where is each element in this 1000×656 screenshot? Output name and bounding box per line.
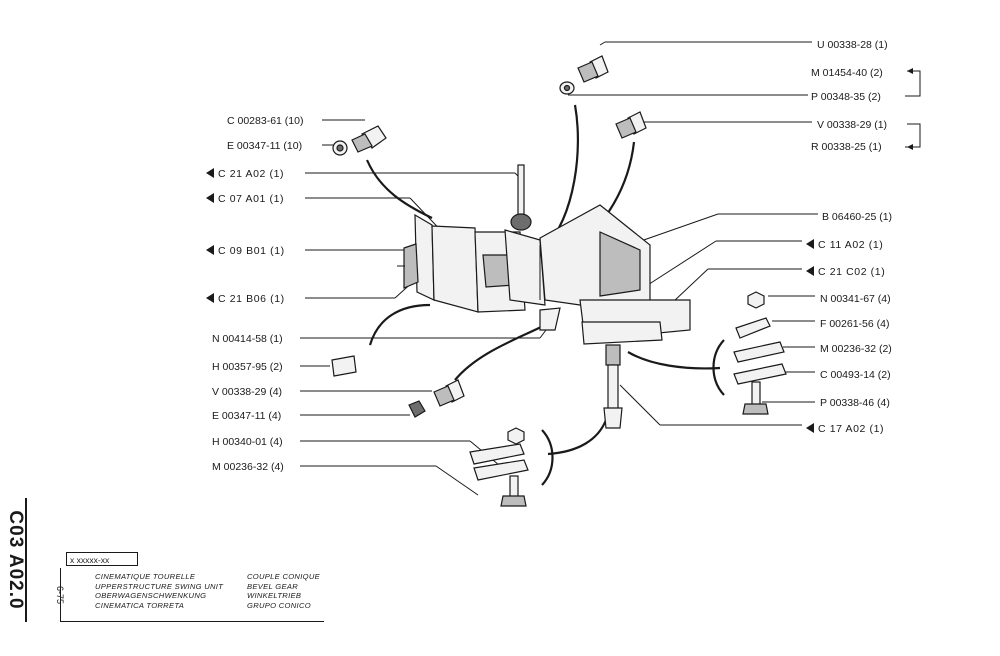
callout-m00236-32-4: M 00236-32 (4) bbox=[212, 461, 284, 473]
title-right-en: BEVEL GEAR bbox=[247, 581, 298, 591]
callout-c21-c02: C 21 C02 (1) bbox=[818, 266, 885, 278]
reference-arrow-icon bbox=[806, 239, 814, 249]
hardware-parts bbox=[331, 55, 787, 507]
callout-c07-a01: C 07 A01 (1) bbox=[218, 193, 284, 205]
title-left-fr: CINEMATIQUE TOURELLE bbox=[95, 572, 196, 581]
callout-u00338-28: U 00338-28 (1) bbox=[817, 39, 888, 51]
callout-b06460-25: B 06460-25 (1) bbox=[822, 211, 892, 223]
callout-v00338-29-4: V 00338-29 (4) bbox=[212, 386, 282, 398]
gearbox-assembly bbox=[397, 164, 691, 429]
callout-f00261-56: F 00261-56 (4) bbox=[820, 318, 889, 330]
title-right-fr: COUPLE CONIQUE bbox=[247, 572, 320, 581]
callout-c17-a02: C 17 A02 (1) bbox=[818, 423, 884, 435]
title-block: CINEMATIQUE TOURELLE UPPERSTRUCTURE SWIN… bbox=[60, 568, 324, 622]
callout-m01454-40: M 01454-40 (2) bbox=[811, 67, 883, 79]
callout-n00414-58: N 00414-58 (1) bbox=[212, 333, 283, 345]
callout-e00347-11-4: E 00347-11 (4) bbox=[212, 410, 281, 422]
document-code: C03 A02.0 bbox=[5, 510, 26, 610]
callout-r00338-25: R 00338-25 (1) bbox=[811, 141, 882, 153]
reference-arrow-icon bbox=[806, 423, 814, 433]
title-right-de: WINKELTRIEB bbox=[247, 591, 302, 600]
title-left-column: CINEMATIQUE TOURELLE UPPERSTRUCTURE SWIN… bbox=[95, 572, 223, 610]
title-right-es: GRUPO CONICO bbox=[247, 600, 311, 610]
callout-c09-b01: C 09 B01 (1) bbox=[218, 245, 285, 257]
reference-arrow-icon bbox=[206, 193, 214, 203]
callout-c00283-61: C 00283-61 (10) bbox=[227, 115, 303, 127]
callout-h00340-01: H 00340-01 (4) bbox=[212, 436, 283, 448]
callout-n00341-67: N 00341-67 (4) bbox=[820, 293, 891, 305]
callout-c11-a02: C 11 A02 (1) bbox=[818, 239, 883, 251]
callout-c21-a02: C 21 A02 (1) bbox=[218, 168, 284, 180]
reference-box: x xxxxx-xx bbox=[66, 552, 138, 566]
callout-v00338-29-1: V 00338-29 (1) bbox=[817, 119, 887, 131]
callout-c00493-14: C 00493-14 (2) bbox=[820, 369, 891, 381]
title-left-es: CINEMATICA TORRETA bbox=[95, 600, 185, 610]
title-right-column: COUPLE CONIQUE BEVEL GEAR WINKELTRIEB GR… bbox=[247, 572, 320, 610]
callout-p00348-35: P 00348-35 (2) bbox=[811, 91, 881, 103]
reference-arrow-icon bbox=[806, 266, 814, 276]
callout-m00236-32-2: M 00236-32 (2) bbox=[820, 343, 892, 355]
callout-p00338-46: P 00338-46 (4) bbox=[820, 397, 890, 409]
title-left-de: OBERWAGENSCHWENKUNG bbox=[95, 591, 207, 600]
reference-arrow-icon bbox=[206, 245, 214, 255]
title-left-en: UPPERSTRUCTURE SWING UNIT bbox=[95, 581, 224, 591]
callout-h00357-95: H 00357-95 (2) bbox=[212, 361, 283, 373]
callout-e00347-11-10: E 00347-11 (10) bbox=[227, 140, 302, 152]
document-code-rule bbox=[25, 498, 27, 622]
callout-c21-b06: C 21 B06 (1) bbox=[218, 293, 285, 305]
reference-arrow-icon bbox=[206, 168, 214, 178]
reference-arrow-icon bbox=[206, 293, 214, 303]
